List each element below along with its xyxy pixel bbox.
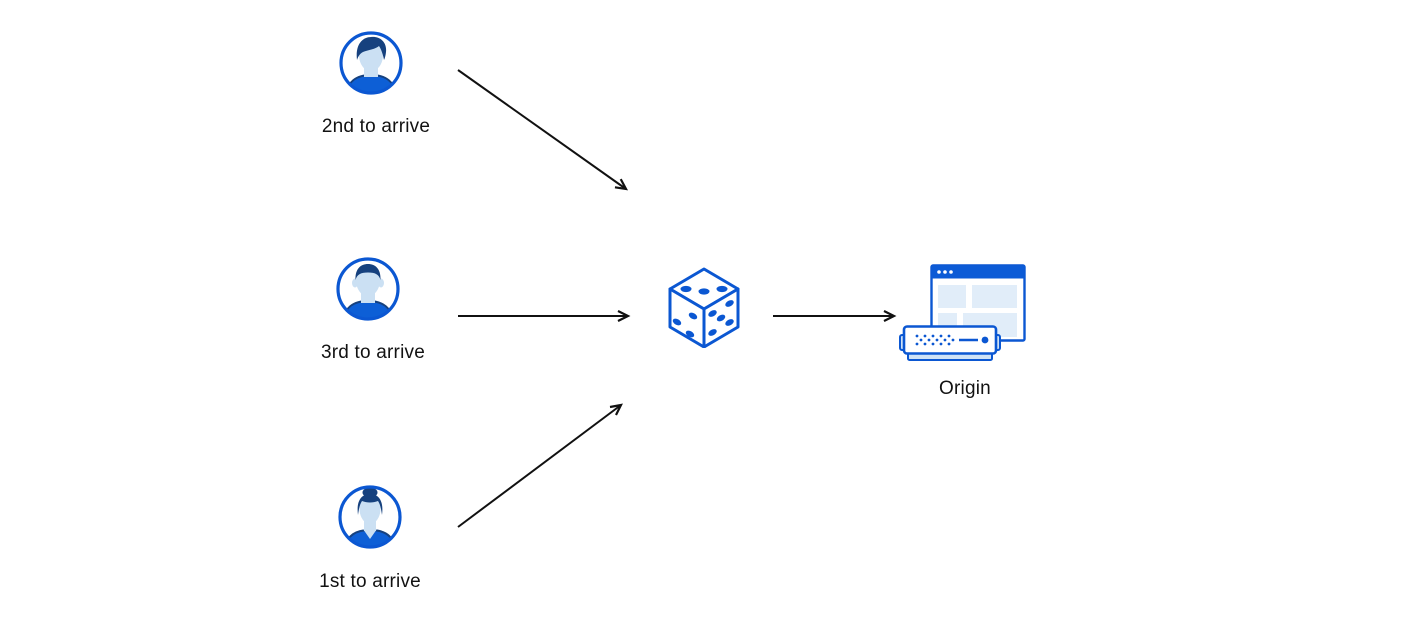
user-node-third bbox=[335, 256, 401, 322]
arrow-user1-to-dice bbox=[457, 403, 623, 528]
browser-window-icon bbox=[930, 264, 1026, 342]
origin-server bbox=[899, 325, 1001, 363]
user-node-second bbox=[338, 30, 404, 96]
arrow-user2-to-dice bbox=[457, 69, 629, 191]
person-avatar-icon bbox=[339, 31, 403, 95]
user-third-label: 3rd to arrive bbox=[321, 342, 425, 363]
origin-node bbox=[930, 264, 1026, 342]
origin-label: Origin bbox=[939, 378, 991, 399]
selector-node bbox=[666, 266, 742, 349]
user-first-label: 1st to arrive bbox=[319, 571, 421, 592]
person-avatar-icon bbox=[336, 257, 400, 321]
dice-icon bbox=[668, 267, 740, 349]
user-node-first bbox=[337, 484, 403, 550]
person-avatar-icon bbox=[338, 485, 402, 549]
server-icon bbox=[899, 325, 1001, 361]
user-second-label: 2nd to arrive bbox=[321, 116, 431, 137]
